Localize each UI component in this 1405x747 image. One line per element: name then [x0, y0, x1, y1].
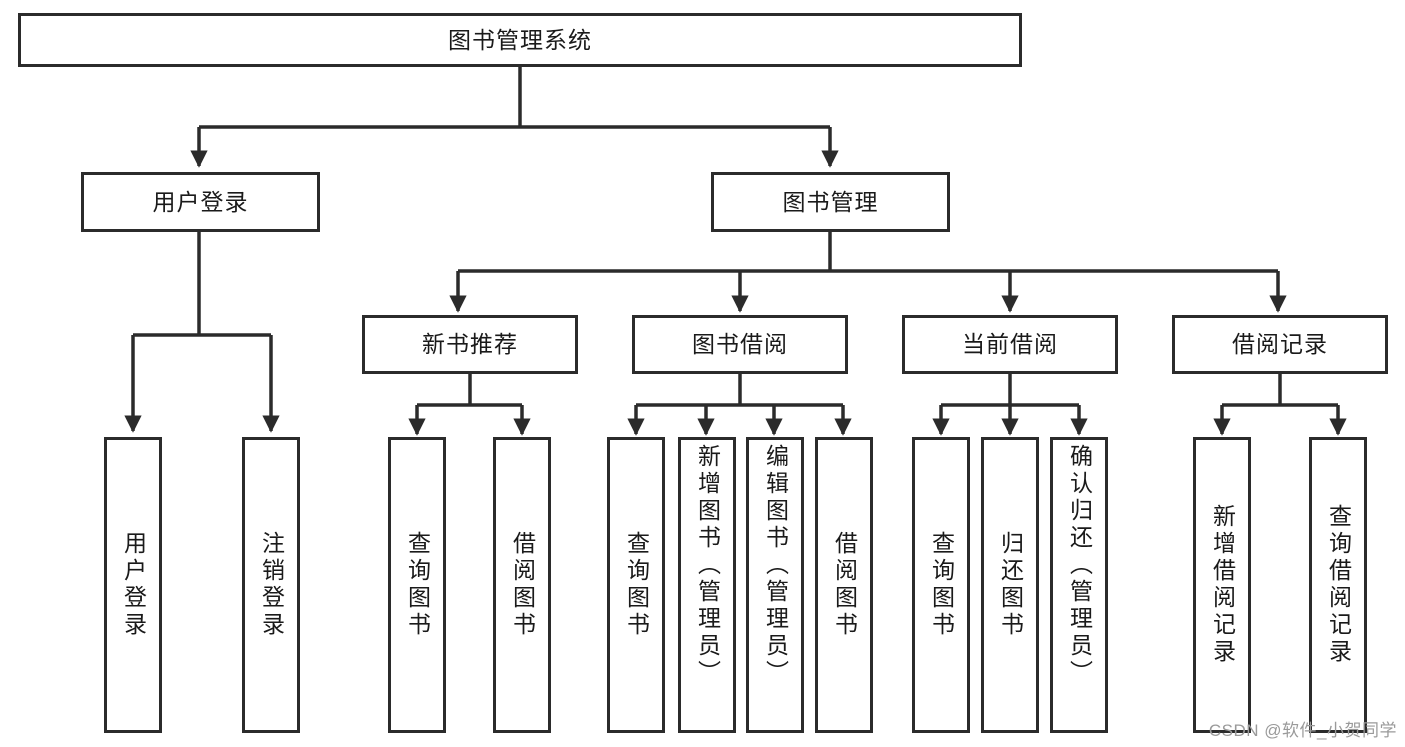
node-book-borrow[interactable]: 图书借阅 — [632, 315, 848, 374]
node-book-management[interactable]: 图书管理 — [711, 172, 950, 232]
leaf-current-query-book[interactable]: 查询图书 — [912, 437, 970, 733]
leaf-recommend-query-book[interactable]: 查询图书 — [388, 437, 446, 733]
leaf-record-add-record[interactable]: 新增借阅记录 — [1193, 437, 1251, 733]
leaf-label: 借阅图书 — [509, 531, 536, 639]
node-user-login-label: 用户登录 — [152, 188, 249, 215]
node-current-borrow[interactable]: 当前借阅 — [902, 315, 1118, 374]
node-current-borrow-label: 当前借阅 — [962, 331, 1058, 358]
leaf-label: 用户登录 — [120, 531, 147, 639]
node-root-label: 图书管理系统 — [448, 26, 592, 53]
node-borrow-record-label: 借阅记录 — [1232, 331, 1328, 358]
leaf-label: 注销登录 — [258, 531, 285, 639]
node-book-management-label: 图书管理 — [782, 188, 879, 215]
leaf-label: 查询借阅记录 — [1325, 504, 1352, 666]
leaf-label: 借阅图书 — [831, 531, 858, 639]
leaf-current-confirm-return-admin[interactable]: 确认归还（管理员） — [1050, 437, 1108, 733]
leaf-borrow-query-book[interactable]: 查询图书 — [607, 437, 665, 733]
leaf-current-return-book[interactable]: 归还图书 — [981, 437, 1039, 733]
leaf-recommend-borrow-book[interactable]: 借阅图书 — [493, 437, 551, 733]
leaf-label: 新增借阅记录 — [1209, 504, 1236, 666]
leaf-borrow-edit-book-admin[interactable]: 编辑图书（管理员） — [746, 437, 804, 733]
leaf-record-query-record[interactable]: 查询借阅记录 — [1309, 437, 1367, 733]
node-borrow-record[interactable]: 借阅记录 — [1172, 315, 1388, 374]
node-new-book-recommend[interactable]: 新书推荐 — [362, 315, 578, 374]
leaf-user-login-login[interactable]: 用户登录 — [104, 437, 162, 733]
node-user-login[interactable]: 用户登录 — [81, 172, 320, 232]
leaf-label: 编辑图书（管理员） — [762, 444, 789, 687]
leaf-label: 新增图书（管理员） — [694, 444, 721, 687]
leaf-borrow-borrow-book[interactable]: 借阅图书 — [815, 437, 873, 733]
leaf-label: 查询图书 — [928, 531, 955, 639]
leaf-label: 确认归还（管理员） — [1066, 444, 1093, 687]
leaf-label: 查询图书 — [623, 531, 650, 639]
node-new-book-recommend-label: 新书推荐 — [422, 331, 518, 358]
node-book-borrow-label: 图书借阅 — [692, 331, 788, 358]
leaf-label: 归还图书 — [997, 531, 1024, 639]
leaf-borrow-add-book-admin[interactable]: 新增图书（管理员） — [678, 437, 736, 733]
node-root[interactable]: 图书管理系统 — [18, 13, 1022, 67]
leaf-label: 查询图书 — [404, 531, 431, 639]
watermark-text: CSDN @软件_小贺同学 — [1208, 721, 1397, 740]
leaf-user-login-logout[interactable]: 注销登录 — [242, 437, 300, 733]
